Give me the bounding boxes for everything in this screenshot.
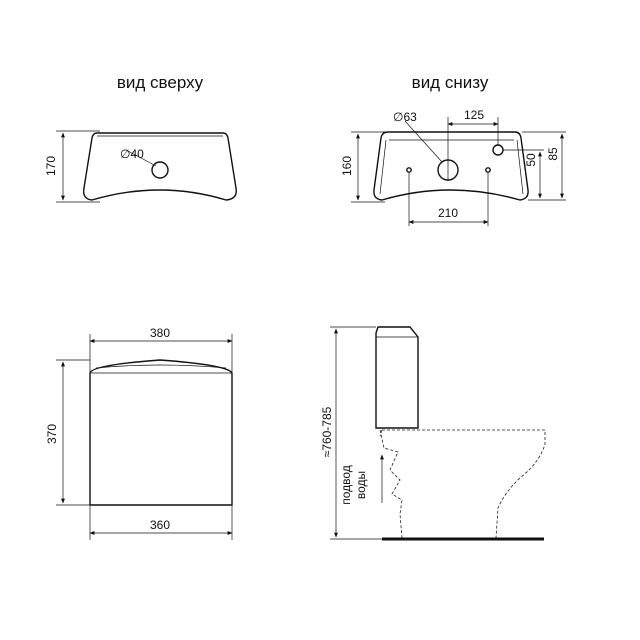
top-view-outline [82, 132, 237, 201]
bottom-view-mount-hole-left [406, 167, 412, 173]
bottom-view-inlet-hole [492, 144, 504, 156]
side-view-water-label-2: воды [354, 471, 368, 499]
top-view-width-label: 170 [44, 156, 58, 176]
front-view-top-label: 380 [150, 326, 170, 340]
bottom-view: вид снизу ∅63 125 160 210 50 [340, 73, 566, 226]
side-view-cistern [375, 326, 419, 429]
bottom-view-outlet-label: ∅63 [393, 110, 417, 124]
bottom-view-outlet-leader [404, 120, 443, 163]
front-view-outline [89, 359, 233, 506]
top-view-hole-label: ∅40 [120, 147, 144, 161]
bottom-view-offset-label: 125 [464, 108, 484, 122]
top-view-title: вид сверху [117, 73, 204, 92]
top-view-hole [151, 161, 169, 179]
front-view-lid-edge [95, 364, 227, 369]
bottom-view-mount-hole-right [485, 167, 491, 173]
front-view-bottom-label: 360 [150, 518, 170, 532]
bottom-view-height-label: 160 [340, 156, 354, 176]
side-view-height-label: ≈760-785 [320, 406, 334, 457]
side-view-water-label-1: подвод [339, 465, 353, 505]
side-view-bowl [379, 429, 546, 539]
bottom-view-inner-label: 50 [524, 153, 538, 167]
bottom-view-outer-label: 85 [546, 147, 560, 161]
side-view: подвод воды ≈760-785 [320, 326, 546, 541]
bottom-view-span-label: 210 [438, 206, 458, 220]
front-view: 380 370 360 [45, 326, 233, 540]
top-view: вид сверху ∅40 170 [44, 73, 237, 203]
side-view-bowl-edge [379, 429, 383, 437]
top-view-hole-leader [125, 149, 157, 167]
bottom-view-outline [373, 131, 529, 201]
bottom-view-inner-side-left [379, 139, 387, 195]
front-view-height-label: 370 [45, 424, 59, 444]
bottom-view-title: вид снизу [412, 73, 489, 92]
bottom-view-inner-side-right [516, 139, 524, 195]
